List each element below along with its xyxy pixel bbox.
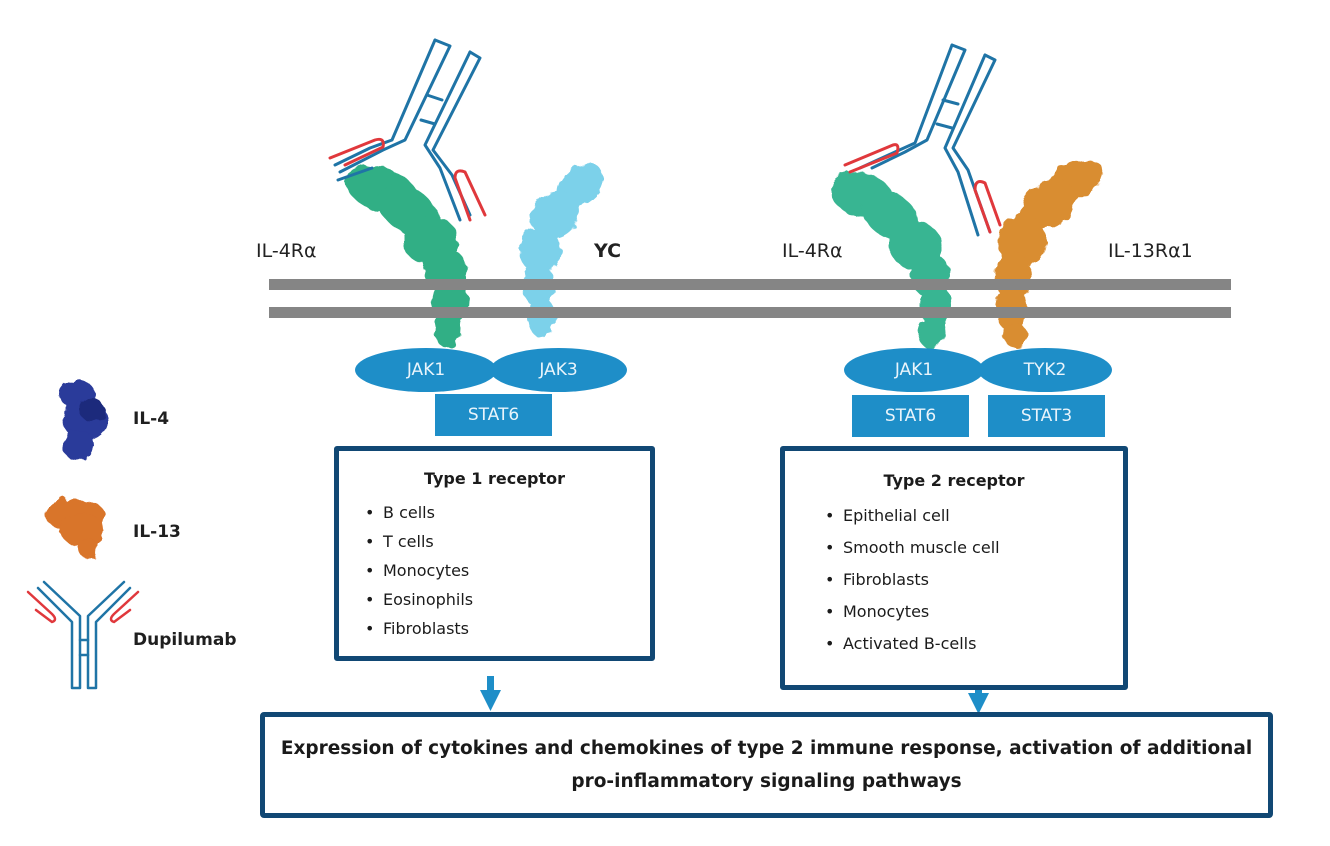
- list-item: Activated B-cells: [825, 636, 1000, 652]
- list-item: Monocytes: [825, 604, 1000, 620]
- il4-protein-icon: [60, 381, 107, 461]
- il13ra1-protein: [994, 159, 1104, 347]
- list-item: T cells: [365, 534, 473, 550]
- legend-labels: IL-4 IL-13 Dupilumab: [18, 367, 323, 695]
- label-il13ra1: IL-13Rα1: [1108, 240, 1193, 262]
- kinase-jak3: JAK3: [490, 348, 627, 392]
- dupilumab-antibody-type1: [328, 38, 487, 222]
- type2-receptor-box: Type 2 receptor Epithelial cell Smooth m…: [780, 446, 1128, 690]
- arrow-type1-to-outcome: [480, 676, 501, 711]
- list-item: Monocytes: [365, 563, 473, 579]
- il4ra-protein-type2: [830, 172, 951, 349]
- stat6-type2: STAT6: [852, 395, 969, 437]
- list-item: Epithelial cell: [825, 508, 1000, 524]
- kinase-jak1-type1: JAK1: [355, 348, 497, 392]
- dupilumab-antibody-type2: [843, 43, 1002, 237]
- stat6-type1: STAT6: [435, 394, 552, 436]
- kinase-tyk2: TYK2: [978, 348, 1112, 392]
- antibody-icon: [26, 580, 140, 690]
- outcome-box: Expression of cytokines and chemokines o…: [260, 712, 1273, 818]
- type1-cell-list: B cells T cells Monocytes Eosinophils Fi…: [365, 505, 473, 637]
- membrane-outer-leaflet: [269, 279, 1231, 290]
- label-il4ra-type2: IL-4Rα: [782, 240, 843, 262]
- legend-label-il4: IL-4: [133, 409, 170, 429]
- stat3: STAT3: [988, 395, 1105, 437]
- list-item: Eosinophils: [365, 592, 473, 608]
- label-yc: YC: [594, 240, 622, 262]
- membrane-inner-leaflet: [269, 307, 1231, 318]
- legend-label-il13: IL-13: [133, 522, 181, 542]
- il13-protein-icon: [45, 499, 105, 558]
- list-item: Fibroblasts: [825, 572, 1000, 588]
- type1-box-title: Type 1 receptor: [423, 469, 566, 488]
- list-item: Fibroblasts: [365, 621, 473, 637]
- type2-cell-list: Epithelial cell Smooth muscle cell Fibro…: [825, 508, 1000, 652]
- il4ra-protein-type1: [345, 165, 468, 348]
- legend-label-dupilumab: Dupilumab: [133, 630, 237, 650]
- type1-receptor-box: Type 1 receptor B cells T cells Monocyte…: [334, 446, 655, 661]
- list-item: B cells: [365, 505, 473, 521]
- kinase-jak1-type2: JAK1: [844, 348, 984, 392]
- type2-box-title: Type 2 receptor: [883, 471, 1025, 490]
- outcome-text: Expression of cytokines and chemokines o…: [280, 738, 1253, 792]
- list-item: Smooth muscle cell: [825, 540, 1000, 556]
- label-il4ra-type1: IL-4Rα: [256, 240, 317, 262]
